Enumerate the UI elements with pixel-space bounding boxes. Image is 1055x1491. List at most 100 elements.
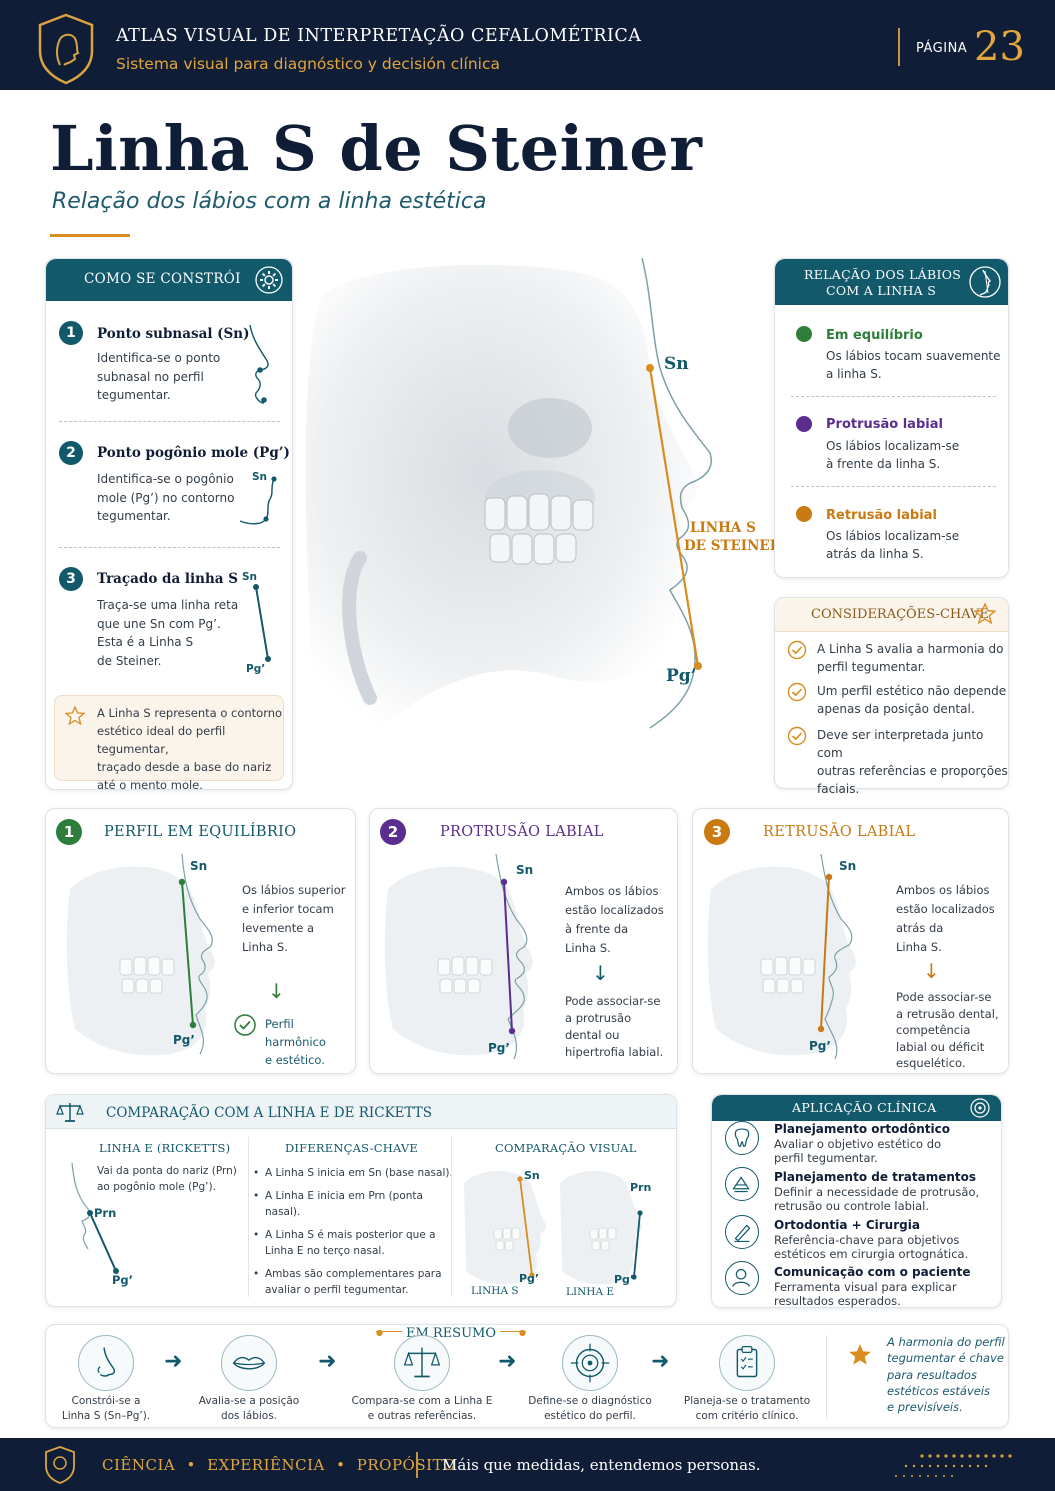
relation-card: RELAÇÃO DOS LÁBIOS COM A LINHA S Em equi…	[774, 258, 1009, 578]
linha-e-text: Vai da ponta do nariz (Prn) ao pogônio m…	[97, 1165, 237, 1193]
application-header: APLICAÇÃO CLÍNICA	[712, 1095, 1001, 1121]
clipboard-icon	[719, 1335, 775, 1391]
column-divider	[451, 1137, 452, 1297]
summary-step-1: Constrói-se a Linha S (Sn–Pg’).	[61, 1395, 151, 1422]
step-1-number: 1	[59, 321, 83, 345]
page-subtitle: Relação dos lábios com a linha estética	[52, 189, 487, 214]
page-number: 23	[974, 24, 1025, 70]
construction-card: COMO SE CONSTRÓI 1 Ponto subnasal (Sn) I…	[45, 258, 293, 792]
relation-heading-1: RELAÇÃO DOS LÁBIOS	[804, 267, 962, 282]
arrow-right-icon: ➜	[651, 1349, 670, 1374]
relation-heading-2: COM A LINHA S	[826, 283, 937, 298]
differences-list: •A Linha S inicia em Sn (base nasal). •A…	[253, 1167, 453, 1296]
target-icon	[562, 1335, 618, 1391]
consideration-2: Um perfil estético não depende apenas da…	[817, 684, 1007, 716]
app-1-title: Planejamento ortodôntico	[774, 1122, 950, 1136]
case-1-skull-figure	[66, 853, 215, 1056]
case-3-pg: Pg’	[809, 1039, 831, 1053]
step-3-title: Traçado da linha S	[97, 571, 239, 587]
construction-card-header: COMO SE CONSTRÓI	[46, 259, 292, 301]
differences-heading: DIFERENÇAS-CHAVE	[285, 1141, 419, 1155]
step-2-sn-label: Sn	[252, 471, 268, 483]
protrusion-dot	[796, 416, 812, 432]
protrusion-text: Os lábios localizam-se à frente da linha…	[826, 439, 960, 471]
construction-note-text: A Linha S representa o contorno estético…	[97, 706, 283, 792]
check-circle-icon	[787, 682, 807, 702]
header: ATLAS VISUAL DE INTERPRETAÇÃO CEFALOMÉTR…	[0, 0, 1055, 90]
arrow-right-icon: ➜	[164, 1349, 183, 1374]
application-heading: APLICAÇÃO CLÍNICA	[792, 1100, 937, 1115]
linha-s-mini-figure	[464, 1171, 547, 1285]
case-1-number: 1	[56, 819, 82, 845]
page-label: PÁGINA	[916, 41, 968, 56]
summary-step-2: Avalia-se a posição dos lábios.	[198, 1395, 300, 1422]
case-card-retrusion: 3 RETRUSÃO LABIAL Sn Pg’ Ambos os lábios…	[692, 808, 1009, 1074]
case-2-skull-figure	[384, 853, 533, 1060]
skull-profile-figure	[305, 258, 712, 731]
equilibrium-dot	[796, 326, 812, 342]
retrusion-dot	[796, 506, 812, 522]
case-2-pg: Pg’	[488, 1041, 510, 1055]
figure-line-label-2: DE STEINER	[684, 538, 781, 554]
treatment-plan-icon	[725, 1167, 759, 1201]
equilibrium-text: Os lábios tocam suavemente a linha S.	[826, 349, 1001, 381]
app-1-text: Avaliar o objetivo estético do perfil te…	[774, 1137, 942, 1165]
header-divider	[898, 28, 900, 66]
app-3-title: Ortodontia + Cirurgia	[774, 1218, 920, 1232]
summary-quote: A harmonia do perfil tegumentar é chave …	[887, 1335, 1005, 1415]
construction-note: A Linha S representa o contorno estético…	[54, 695, 284, 792]
retrusion-title: Retrusão labial	[826, 508, 937, 523]
consideration-1: A Linha S avalia a harmonia do perfil te…	[817, 642, 1004, 674]
linha-e-prn-label: Prn	[94, 1206, 117, 1220]
visual-comparison-heading: COMPARAÇÃO VISUAL	[495, 1141, 637, 1155]
mini-e-prn-label: Prn	[630, 1181, 652, 1194]
step-3-number: 3	[59, 567, 83, 591]
case-2-title: PROTRUSÃO LABIAL	[440, 824, 604, 840]
case-2-result: Pode associar-se a protrusão dental ou h…	[565, 994, 664, 1059]
header-subtitle: Sistema visual para diagnóstico y decisi…	[116, 55, 500, 73]
considerations-header: CONSIDERAÇÕES-CHAVE	[775, 598, 1008, 632]
step-1-text: Identifica-se o ponto subnasal no perfil…	[97, 351, 221, 402]
s-line-icon	[253, 584, 271, 662]
target-icon	[970, 1098, 990, 1118]
down-arrow-icon: ↓	[268, 979, 285, 1003]
case-1-title: PERFIL EM EQUILÍBRIO	[104, 824, 297, 840]
mini-e-pg-label: Pg’	[614, 1273, 635, 1286]
case-card-equilibrium: 1 PERFIL EM EQUILÍBRIO Sn Pg’ Os lábios …	[45, 808, 356, 1074]
face-profile-icon	[969, 266, 1001, 298]
gear-icon	[255, 266, 283, 294]
case-3-number: 3	[704, 819, 730, 845]
considerations-card: CONSIDERAÇÕES-CHAVE A Linha S avalia a h…	[774, 597, 1009, 796]
case-3-text: Ambos os lábios estão localizados atrás …	[896, 883, 995, 954]
scale-icon	[394, 1335, 450, 1391]
equilibrium-title: Em equilíbrio	[826, 328, 923, 343]
page-title: Linha S de Steiner	[50, 112, 703, 185]
app-4-title: Comunicação com o paciente	[774, 1265, 971, 1279]
footer-divider	[416, 1452, 418, 1478]
tooth-icon	[725, 1121, 759, 1155]
column-divider	[248, 1137, 249, 1297]
title-rule	[50, 234, 130, 237]
star-icon	[849, 1344, 871, 1365]
dots-decoration-icon	[895, 1454, 1012, 1477]
mini-e-caption: LINHA E	[566, 1286, 615, 1298]
protrusion-title: Protrusão labial	[826, 417, 943, 432]
step-divider	[59, 547, 280, 548]
app-2-text: Definir a necessidade de protrusão, retr…	[774, 1185, 980, 1213]
down-arrow-icon: ↓	[592, 961, 609, 985]
step-3-sn-label: Sn	[242, 571, 258, 583]
app-2-title: Planejamento de tratamentos	[774, 1170, 977, 1184]
footer-motto: CIÊNCIA • EXPERIÊNCIA • PROPÓSITO	[102, 1456, 456, 1474]
step-3-pg-label: Pg’	[246, 663, 266, 675]
case-2-text: Ambos os lábios estão localizados à fren…	[565, 884, 664, 955]
lips-icon	[221, 1335, 277, 1391]
summary-card: ● EM RESUMO ● Constrói-se a Linha S (Sn–…	[45, 1324, 1009, 1428]
arrow-right-icon: ➜	[318, 1349, 337, 1374]
case-3-result: Pode associar-se a retrusão dental, comp…	[896, 990, 999, 1070]
relation-card-header: RELAÇÃO DOS LÁBIOS COM A LINHA S	[775, 259, 1008, 305]
step-2-number: 2	[59, 441, 83, 465]
header-title: ATLAS VISUAL DE INTERPRETAÇÃO CEFALOMÉTR…	[116, 26, 642, 46]
summary-divider	[826, 1335, 827, 1419]
nose-icon	[78, 1335, 134, 1391]
linha-e-heading: LINHA E (RICKETTS)	[99, 1141, 231, 1155]
